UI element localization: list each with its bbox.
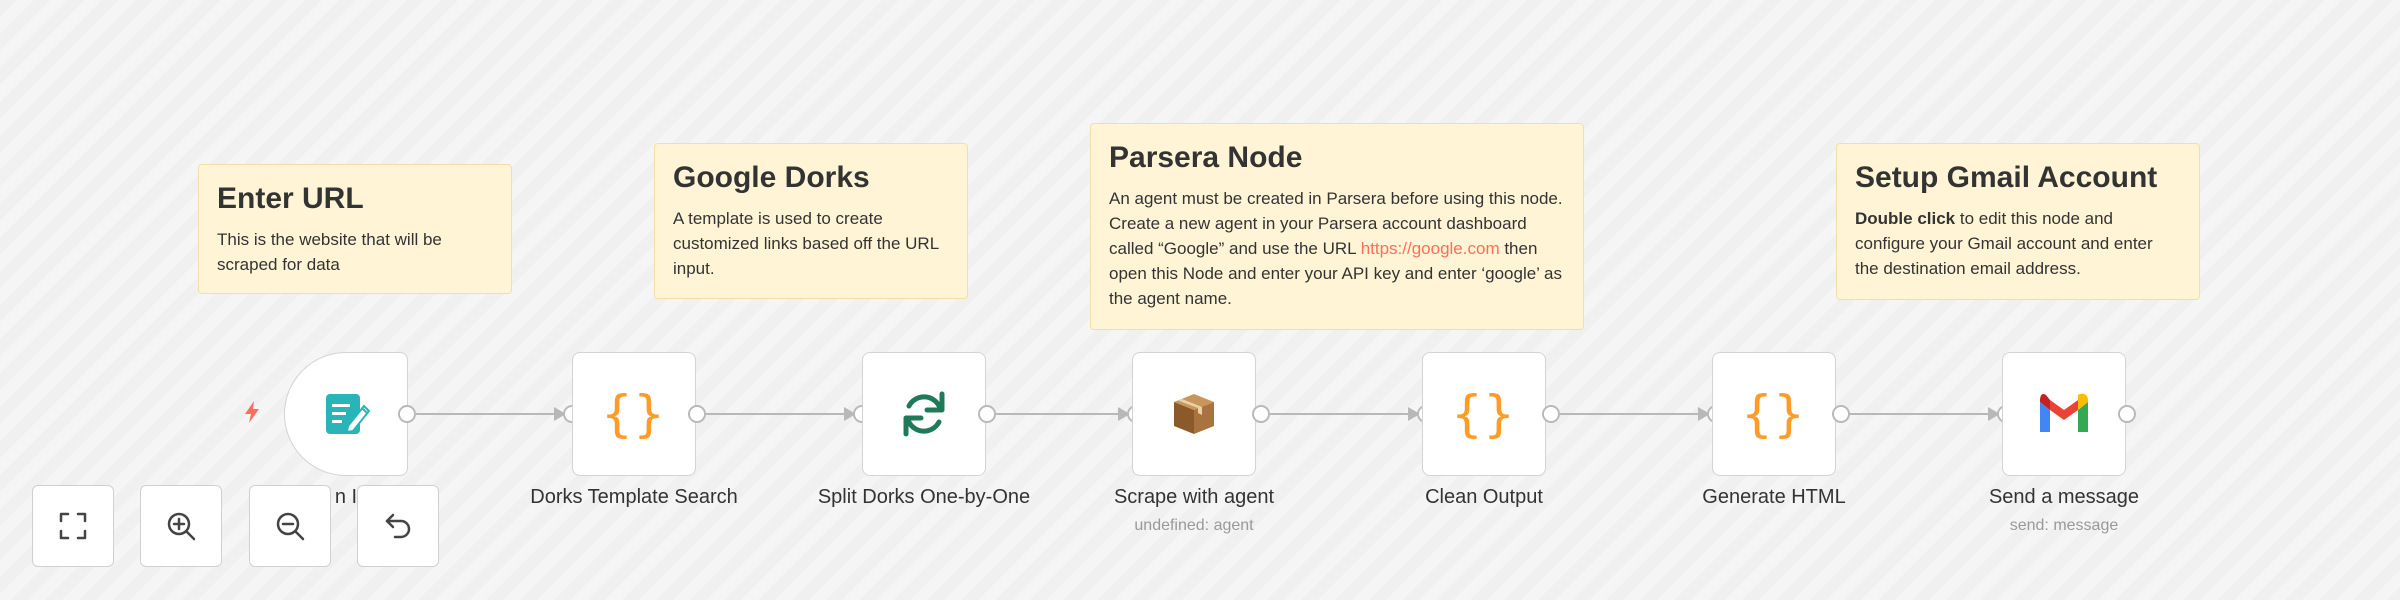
node-label: Scrape with agent xyxy=(1113,486,1275,508)
node-scrape-with-agent[interactable] xyxy=(1132,352,1256,476)
gmail-icon xyxy=(2040,393,2088,432)
fit-view-button[interactable] xyxy=(32,485,114,567)
node-dorks-template-search[interactable]: {} xyxy=(572,352,696,476)
connection-edge[interactable] xyxy=(1270,413,1412,415)
node-clean-output[interactable]: {} xyxy=(1422,352,1546,476)
output-handle[interactable] xyxy=(1252,405,1270,423)
google-link[interactable]: https://google.com xyxy=(1360,239,1500,258)
reset-zoom-button[interactable] xyxy=(357,485,439,567)
node-label: n I xyxy=(334,486,358,508)
node-split-dorks[interactable] xyxy=(862,352,986,476)
connection-edge[interactable] xyxy=(706,413,848,415)
sticky-note-gmail-setup[interactable]: Setup Gmail Account Double click to edit… xyxy=(1836,143,2200,300)
package-icon xyxy=(1174,394,1214,434)
node-send-message[interactable] xyxy=(2002,352,2126,476)
zoom-out-icon xyxy=(276,512,305,541)
trigger-bolt-icon xyxy=(245,401,259,423)
connection-edge[interactable] xyxy=(996,413,1122,415)
zoom-in-icon xyxy=(167,512,196,541)
loop-icon xyxy=(903,391,945,437)
connection-edge[interactable] xyxy=(1560,413,1702,415)
code-braces-icon: {} xyxy=(601,385,667,443)
output-handle[interactable] xyxy=(688,405,706,423)
sticky-note-enter-url[interactable]: Enter URL This is the website that will … xyxy=(198,164,512,294)
zoom-out-button[interactable] xyxy=(249,485,331,567)
sticky-title: Setup Gmail Account xyxy=(1855,161,2158,194)
node-label: Split Dorks One-by-One xyxy=(817,486,1031,508)
code-braces-icon: {} xyxy=(1741,385,1807,443)
output-handle[interactable] xyxy=(2118,405,2136,423)
node-form-trigger[interactable] xyxy=(284,352,408,476)
output-handle[interactable] xyxy=(978,405,996,423)
output-handle[interactable] xyxy=(1542,405,1560,423)
node-generate-html[interactable]: {} xyxy=(1712,352,1836,476)
output-handle[interactable] xyxy=(1832,405,1850,423)
node-label: Clean Output xyxy=(1425,486,1543,508)
sticky-title: Enter URL xyxy=(217,182,364,215)
sticky-body: An agent must be created in Parsera befo… xyxy=(1109,189,1563,308)
form-trigger-icon xyxy=(326,394,371,434)
undo-icon xyxy=(385,513,411,539)
node-label: Dorks Template Search xyxy=(530,486,738,508)
fit-view-icon xyxy=(59,512,87,540)
node-sublabel: undefined: agent xyxy=(1134,517,1254,534)
sticky-note-parsera[interactable]: Parsera Node An agent must be created in… xyxy=(1090,123,1584,330)
node-label: Send a message xyxy=(1988,486,2140,508)
connection-edge[interactable] xyxy=(416,413,558,415)
connection-edge[interactable] xyxy=(1850,413,1992,415)
sticky-body: This is the website that will be scraped… xyxy=(217,230,442,274)
output-handle[interactable] xyxy=(398,405,416,423)
sticky-note-google-dorks[interactable]: Google Dorks A template is used to creat… xyxy=(654,143,968,299)
zoom-in-button[interactable] xyxy=(140,485,222,567)
node-label: Generate HTML xyxy=(1702,486,1846,508)
sticky-title: Google Dorks xyxy=(673,161,870,194)
node-sublabel: send: message xyxy=(2009,517,2119,534)
code-braces-icon: {} xyxy=(1451,385,1517,443)
sticky-body: Double click to edit this node and confi… xyxy=(1855,209,2153,278)
sticky-body: A template is used to create customized … xyxy=(673,209,939,278)
sticky-title: Parsera Node xyxy=(1109,141,1303,174)
